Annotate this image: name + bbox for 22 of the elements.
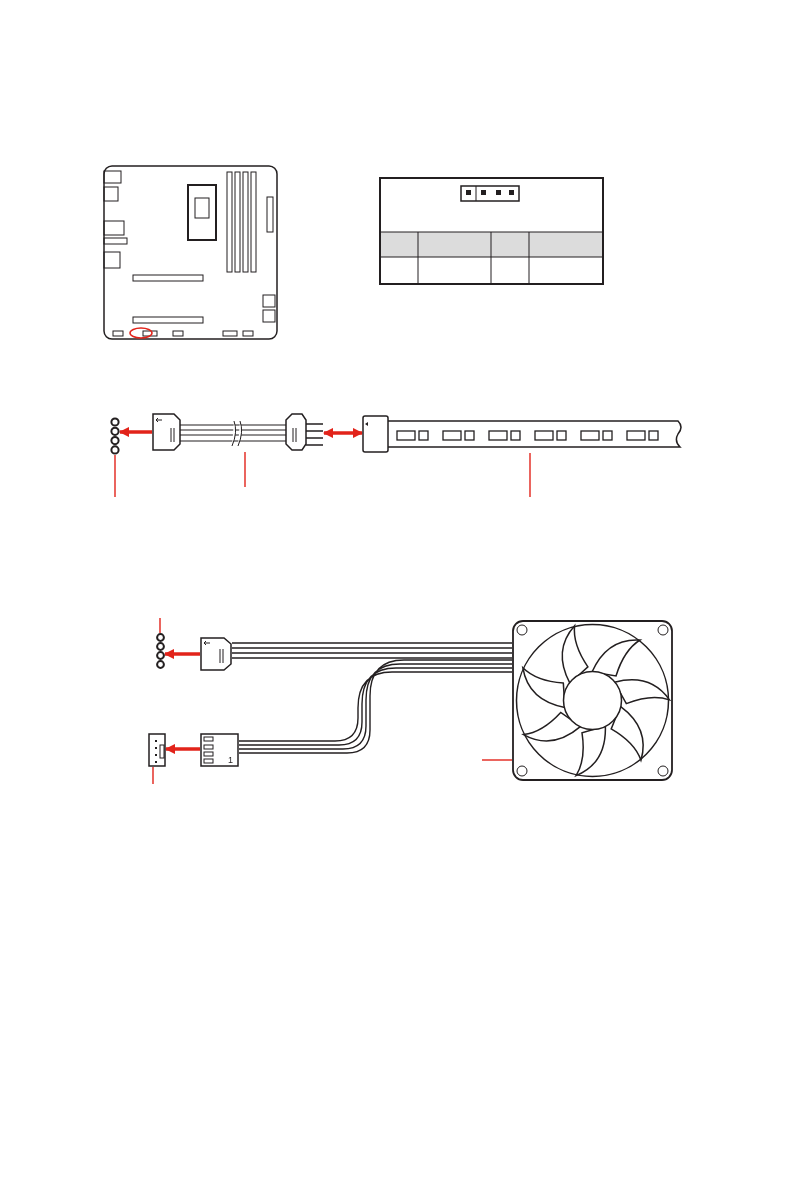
leader-line xyxy=(152,766,154,785)
arrow xyxy=(163,648,200,660)
connector-plug-drawing xyxy=(200,637,232,671)
led-strip-drawing xyxy=(362,415,684,453)
leader-line xyxy=(481,759,513,761)
arrow xyxy=(164,743,200,755)
extension-cable-drawing xyxy=(152,412,324,452)
connector-plug-drawing xyxy=(200,733,239,767)
double-arrow xyxy=(322,427,364,439)
pin-header-drawing xyxy=(110,417,120,455)
leader-line xyxy=(529,452,531,498)
cable xyxy=(238,659,513,754)
pin-number: 1 xyxy=(228,756,233,765)
motherboard-drawing xyxy=(103,165,278,340)
leader-line xyxy=(114,454,116,498)
cable xyxy=(231,642,513,659)
fan-header-drawing xyxy=(148,733,166,767)
arrow xyxy=(118,426,152,438)
fan-drawing xyxy=(512,620,673,781)
pin-header-drawing xyxy=(156,633,165,669)
leader-line xyxy=(159,617,161,634)
leader-line xyxy=(244,451,246,488)
